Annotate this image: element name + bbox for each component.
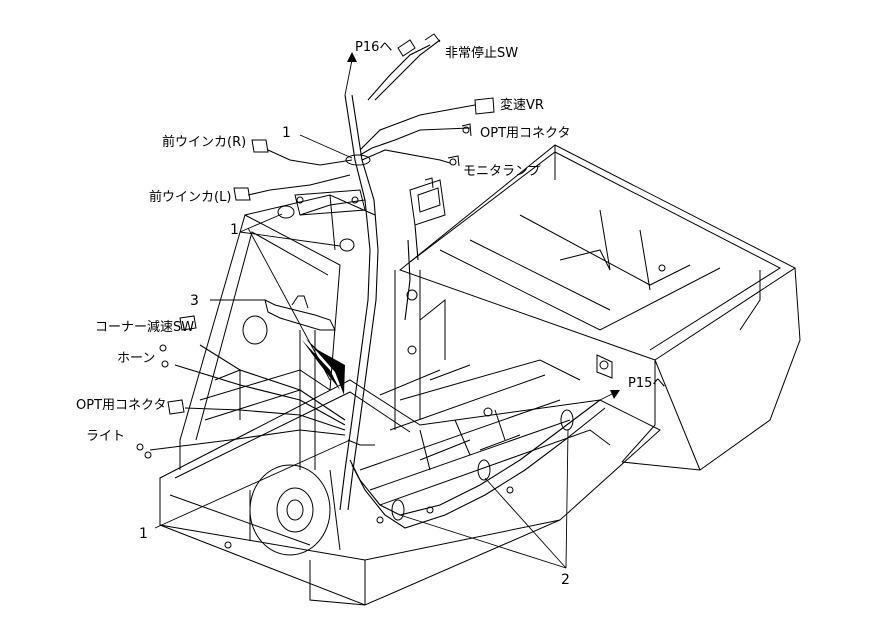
label-horn: ホーン — [117, 351, 155, 366]
harness-clamps — [277, 154, 574, 521]
main-harness — [149, 39, 606, 529]
callout-1-mid: 1 — [230, 222, 239, 238]
text-labels: P16へ 非常停止SW 変速VR OPT用コネクタ モニタランプ 前ウインカ(R… — [76, 40, 665, 588]
leader-lines — [154, 134, 569, 569]
view-arrow — [302, 340, 340, 390]
grommet-part-3 — [264, 295, 336, 331]
connectors — [136, 33, 495, 459]
label-corner-decel-sw: コーナー減速SW — [95, 319, 194, 335]
label-estop: 非常停止SW — [445, 45, 518, 61]
label-opt-connector-left: OPT用コネクタ — [76, 398, 167, 413]
label-speed-vr: 変速VR — [500, 97, 544, 113]
label-p16: P16へ — [355, 40, 392, 55]
callout-3: 3 — [190, 293, 199, 309]
label-opt-connector-top: OPT用コネクタ — [480, 126, 571, 141]
arrows — [302, 52, 620, 401]
callout-1-top: 1 — [282, 125, 291, 141]
callout-2: 2 — [561, 572, 570, 588]
label-front-winker-l: 前ウインカ(L) — [149, 189, 231, 205]
label-p15: P15へ — [628, 376, 665, 391]
base-frame — [159, 359, 661, 606]
label-front-winker-r: 前ウインカ(R) — [162, 134, 246, 150]
rear-chassis-frame — [394, 144, 801, 471]
callout-1-bottom: 1 — [139, 526, 148, 542]
label-monitor-lamp: モニタランプ — [463, 164, 541, 179]
wheel — [249, 464, 341, 556]
label-light: ライト — [86, 429, 125, 444]
relay-connector-block — [409, 177, 446, 226]
front-frame — [179, 189, 376, 470]
